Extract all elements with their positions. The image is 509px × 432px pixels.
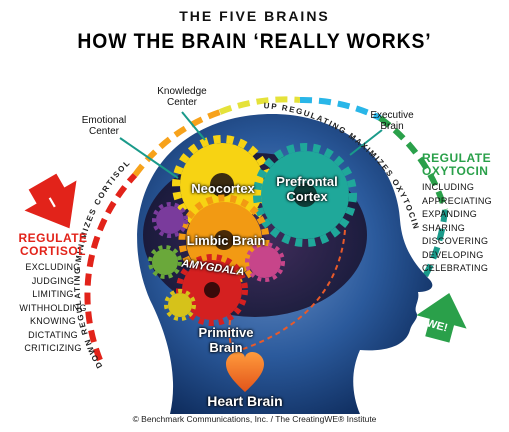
list-item: KNOWING (29, 316, 77, 326)
list-item: APPRECIATING (422, 195, 492, 206)
list-item: CRITICIZING (24, 343, 82, 353)
small-gear-yellow (164, 289, 196, 321)
emotional-center-callout: Emotional Center (72, 115, 136, 137)
cortisol-panel: REGULATE CORTISOL EXCLUDING JUDGING LIMI… (8, 232, 98, 356)
list-item: WITHHOLDING (19, 302, 87, 313)
callout-line: Center (88, 126, 119, 137)
page-kicker: THE FIVE BRAINS (179, 8, 330, 24)
callout-line: Center (166, 97, 197, 108)
callout-line: Brain (380, 121, 404, 132)
cortisol-arrow (24, 173, 77, 229)
list-item: LIMITING (32, 289, 74, 299)
list-item: EXPANDING (422, 209, 478, 219)
cortisol-heading-line: CORTISOL (20, 244, 86, 258)
callout-line: Executive (370, 110, 414, 121)
callout-line: Knowledge (157, 86, 207, 97)
cortisol-list: EXCLUDING JUDGING LIMITING WITHHOLDING K… (8, 261, 98, 356)
neocortex-label: Neocortex (191, 181, 255, 196)
executive-brain-callout: Executive Brain (362, 110, 422, 132)
list-item: JUDGING (31, 275, 75, 286)
knowledge-center-callout: Knowledge Center (150, 86, 214, 108)
callout-line: Emotional (81, 115, 127, 126)
prefrontal-gear (253, 143, 357, 247)
oxytocin-panel: REGULATE OXYTOCIN INCLUDING APPRECIATING… (422, 152, 504, 276)
limbic-brain-label: Limbic Brain (186, 233, 266, 248)
cortisol-heading: REGULATE CORTISOL (8, 232, 98, 258)
primitive-label-line: Primitive (198, 325, 254, 340)
list-item: DISCOVERING (422, 236, 489, 246)
oxytocin-list: INCLUDING APPRECIATING EXPANDING SHARING… (422, 181, 504, 276)
small-gear-pink (245, 242, 285, 282)
page-title: HOW THE BRAIN ‘REALLY WORKS’ (77, 30, 432, 53)
list-item: CELEBRATING (422, 263, 489, 273)
regulation-arc (84, 96, 448, 362)
heart-icon (226, 352, 264, 392)
callout-pointers (119, 111, 383, 179)
list-item: DICTATING (28, 329, 78, 340)
copyright-text: © Benchmark Communications, Inc. / The C… (132, 414, 377, 424)
primitive-brain-label: Primitive Brain (186, 325, 266, 355)
list-item: EXCLUDING (25, 262, 81, 272)
small-gear-purple (152, 202, 188, 238)
oxytocin-arrow-label: WE! (425, 317, 449, 334)
cortisol-heading-line: REGULATE (18, 231, 88, 245)
list-item: DEVELOPING (422, 249, 484, 260)
prefrontal-label-line: Prefrontal (276, 174, 338, 189)
small-gear-green (148, 245, 182, 279)
list-item: SHARING (422, 222, 466, 233)
oxytocin-heading-line: OXYTOCIN (422, 164, 489, 178)
oxytocin-heading-line: REGULATE (422, 151, 492, 165)
list-item: INCLUDING (422, 182, 475, 192)
oxytocin-heading: REGULATE OXYTOCIN (422, 152, 504, 178)
primitive-label-line: Brain (209, 340, 243, 355)
oxytocin-arrow (416, 292, 467, 343)
prefrontal-cortex-label: Prefrontal Cortex (262, 174, 352, 204)
heart-brain-label: Heart Brain (207, 393, 283, 409)
prefrontal-label-line: Cortex (286, 189, 328, 204)
